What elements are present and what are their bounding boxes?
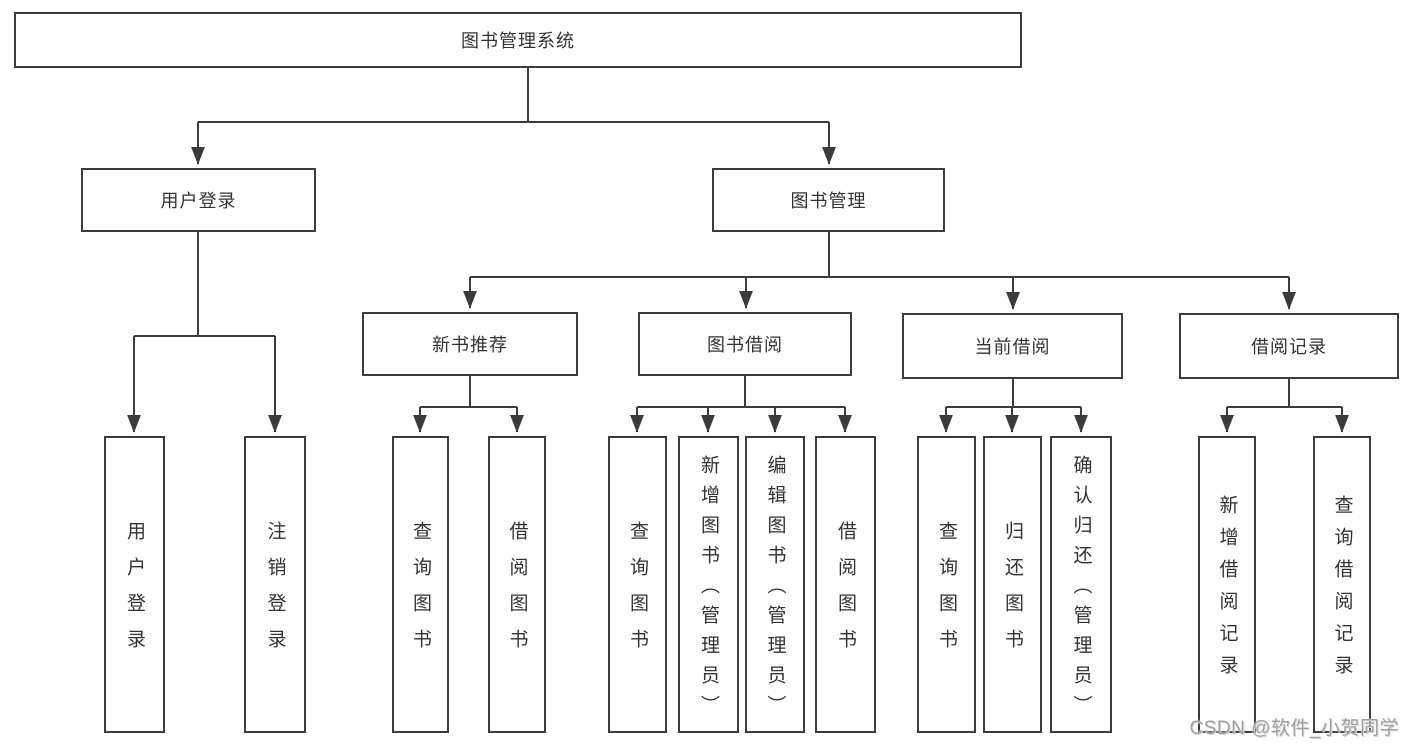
leaf-query-borrow-record-label: 查询借阅记录 [1331,495,1353,687]
leaf-query-books-current-label: 查询图书 [936,521,957,665]
leaf-query-books-borrow-label: 查询图书 [627,521,648,665]
leaf-add-borrow-record-label: 新增借阅记录 [1216,495,1238,687]
leaf-user-login: 用户登录 [104,436,165,733]
csdn-watermark: CSDN @软件_小贺同学 [1189,718,1399,739]
node-current-borrow-label: 当前借阅 [974,337,1051,357]
node-user-login-label: 用户登录 [160,191,237,211]
leaf-edit-books-admin-label: 编辑图书（管理员） [764,455,786,725]
node-new-book-recommend: 新书推荐 [362,312,578,376]
leaf-confirm-return-admin: 确认归还（管理员） [1050,436,1112,733]
connector-user-login-spine [134,232,275,337]
leaf-borrow-books-recommend-label: 借阅图书 [506,521,528,665]
connector-new-book-recommend-spine [420,376,517,408]
leaf-borrow-books-recommend: 借阅图书 [488,436,546,733]
leaf-add-books-admin-label: 新增图书（管理员） [698,455,719,725]
leaf-query-books-recommend: 查询图书 [392,436,449,733]
connector-borrow-records-spine [1227,379,1342,408]
node-borrow-records: 借阅记录 [1179,313,1399,379]
connector-book-borrow-spine [637,376,845,408]
node-book-borrow-label: 图书借阅 [707,335,783,355]
leaf-borrow-books: 借阅图书 [815,436,876,733]
node-library-system-label: 图书管理系统 [461,31,575,51]
node-book-management: 图书管理 [712,168,945,232]
leaf-user-login-label: 用户登录 [124,521,145,665]
leaf-borrow-books-label: 借阅图书 [835,521,856,665]
node-book-borrow: 图书借阅 [638,312,852,376]
node-borrow-records-label: 借阅记录 [1251,337,1327,357]
node-current-borrow: 当前借阅 [902,313,1123,379]
leaf-confirm-return-admin-label: 确认归还（管理员） [1070,455,1092,725]
node-user-login: 用户登录 [81,168,316,232]
node-library-system: 图书管理系统 [14,12,1022,68]
node-book-management-label: 图书管理 [790,191,867,211]
leaf-add-borrow-record: 新增借阅记录 [1198,436,1256,733]
leaf-query-books-recommend-label: 查询图书 [410,521,431,665]
leaf-edit-books-admin: 编辑图书（管理员） [745,436,805,733]
connector-current-borrow-spine [946,379,1081,408]
leaf-add-books-admin: 新增图书（管理员） [678,436,739,733]
connector-book-management-spine [470,232,1289,278]
node-new-book-recommend-label: 新书推荐 [432,335,508,355]
leaf-query-borrow-record: 查询借阅记录 [1313,436,1371,733]
leaf-logout-label: 注销登录 [264,521,286,665]
leaf-query-books-current: 查询图书 [917,436,976,733]
leaf-return-books-label: 归还图书 [1002,521,1023,665]
connector-root-spine [198,68,829,123]
leaf-return-books: 归还图书 [983,436,1042,733]
leaf-logout: 注销登录 [244,436,306,733]
leaf-query-books-borrow: 查询图书 [608,436,667,733]
